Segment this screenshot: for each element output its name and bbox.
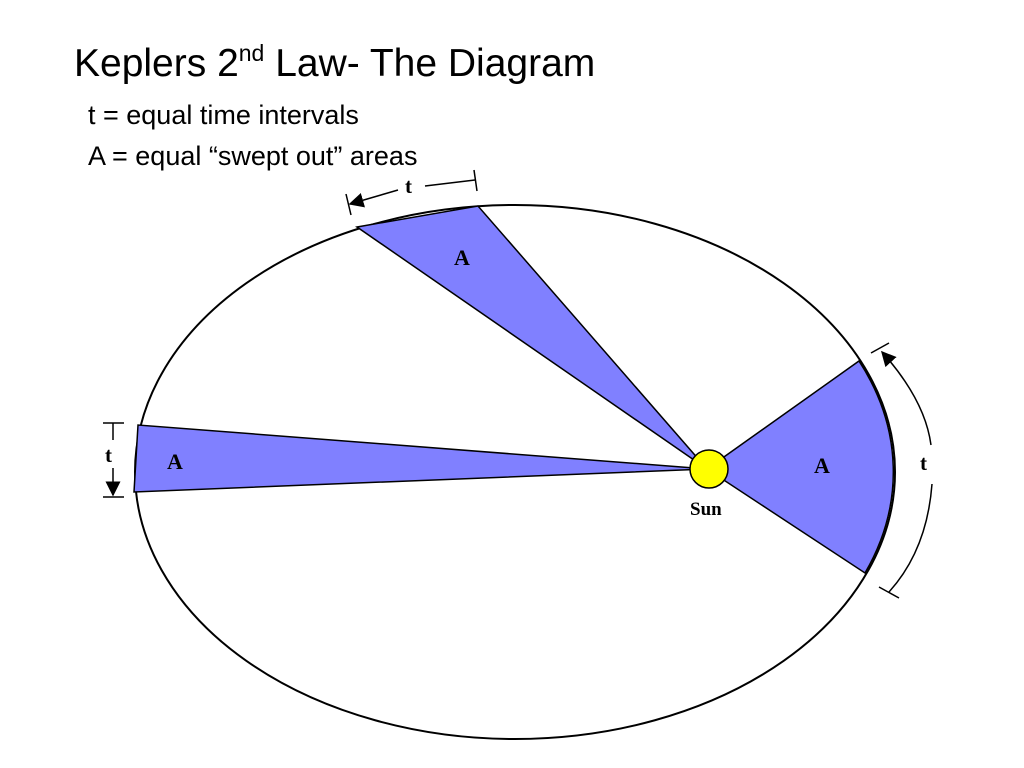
- time-definition: t = equal time intervals: [88, 100, 359, 130]
- area-label-right: A: [814, 453, 830, 478]
- slide-title: Keplers 2nd Law- The Diagram: [74, 42, 596, 85]
- time-label-right: t: [920, 451, 927, 475]
- sun-icon: [689, 449, 729, 489]
- sector-top: [355, 205, 708, 470]
- sun-label: Sun: [690, 499, 722, 520]
- area-label-top: A: [454, 245, 470, 270]
- area-definition: A = equal “swept out” areas: [88, 141, 418, 171]
- time-label-top: t: [405, 174, 412, 198]
- sector-left: [133, 424, 708, 493]
- title-main: Keplers 2: [74, 42, 239, 85]
- time-marker-left: [103, 422, 124, 498]
- title-rest: Law- The Diagram: [264, 42, 596, 85]
- time-label-left: t: [105, 443, 112, 467]
- area-label-left: A: [167, 449, 183, 474]
- time-marker-top: [345, 169, 478, 216]
- sector-right: [705, 359, 894, 575]
- time-marker-right: [870, 342, 933, 599]
- title-superscript: nd: [238, 40, 265, 66]
